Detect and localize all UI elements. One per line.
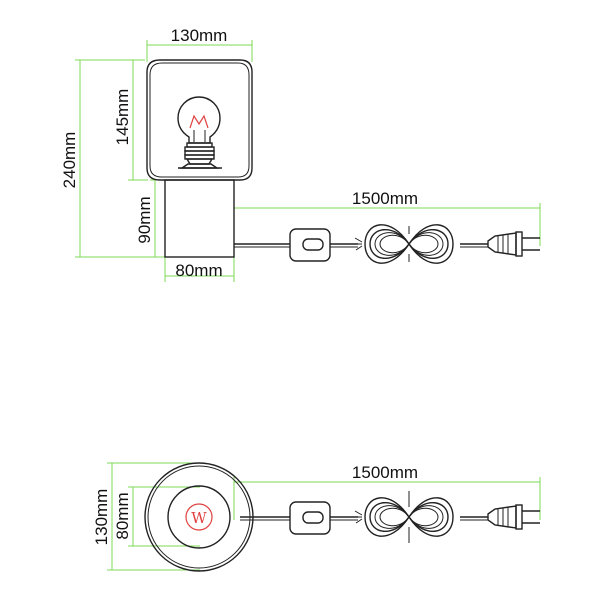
lamp-base (164, 179, 235, 258)
dim-shade-diameter: 130mm (92, 462, 200, 571)
lamp-shade-outline (146, 59, 253, 181)
label-shade-diameter: 130mm (92, 489, 111, 546)
dim-base-diameter: 80mm (113, 486, 200, 547)
coiled-cable-top (354, 491, 454, 543)
dim-total-height: 240mm (60, 59, 165, 258)
label-total-height: 240mm (60, 132, 79, 189)
coiled-cable-side (354, 224, 454, 264)
power-plug-icon-top (487, 504, 540, 530)
dim-base-height: 90mm (135, 179, 168, 257)
label-cable-length-top: 1500mm (352, 463, 418, 482)
lamp-shade-inner-outline (149, 62, 250, 178)
label-base-diameter: 80mm (113, 492, 132, 539)
dim-shade-height: 145mm (113, 59, 148, 181)
label-shade-height: 145mm (113, 89, 132, 146)
brand-logo-icon: W (185, 503, 213, 531)
label-cable-length-side: 1500mm (352, 189, 418, 208)
base-top-outline (167, 485, 231, 549)
label-base-width: 80mm (175, 261, 222, 280)
top-view: 130mm 80mm 1500mm W (92, 462, 541, 572)
inline-switch-top (289, 501, 331, 535)
label-shade-width: 130mm (171, 26, 228, 45)
dim-shade-width: 130mm (146, 26, 253, 62)
side-view: 130mm 145mm 240mm 90mm 80mm (60, 26, 541, 282)
dim-base-width: 80mm (164, 257, 235, 282)
power-plug-icon-side (487, 231, 540, 257)
inline-switch-side (289, 228, 331, 262)
logo-letter: W (191, 509, 207, 527)
dim-cable-length-top: 1500mm (233, 463, 541, 520)
label-base-height: 90mm (135, 196, 154, 243)
light-bulb-icon (177, 96, 222, 169)
